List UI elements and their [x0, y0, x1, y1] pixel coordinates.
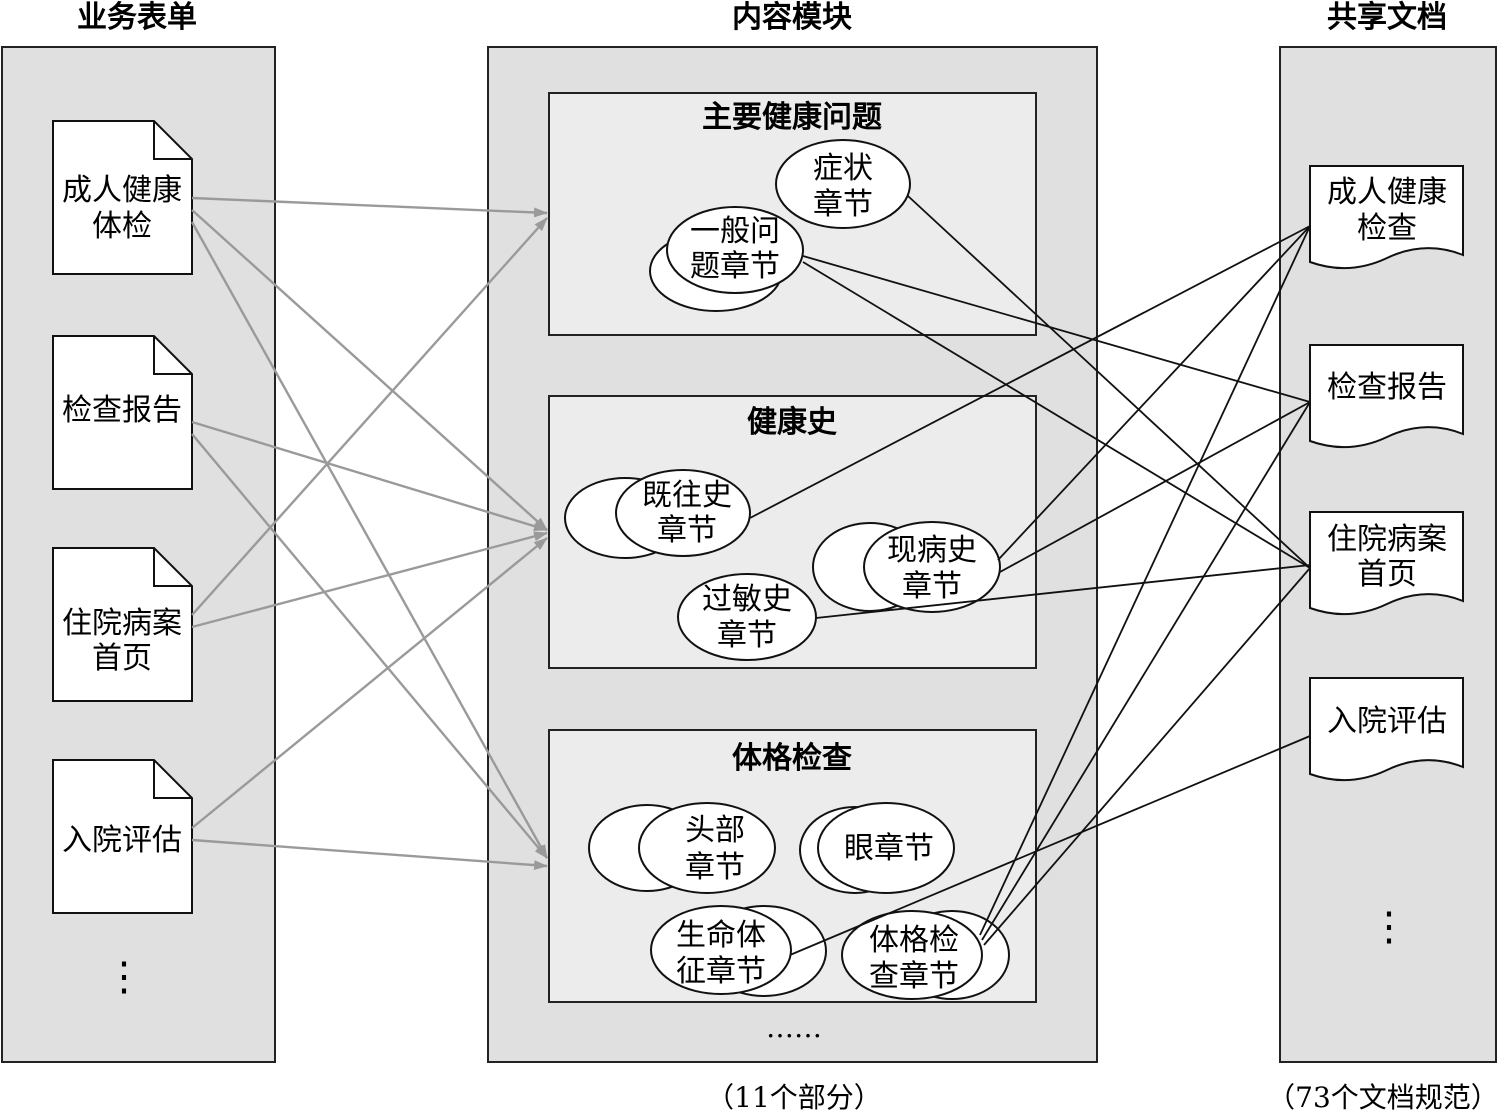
link-line [789, 735, 1311, 956]
shared-more-ellipsis: ⋮ [1369, 904, 1409, 950]
module-title: 体格检查 [732, 741, 852, 776]
shared-doc-inpatient-homepage: 住院病案 首页 [1309, 511, 1464, 616]
section-label: 章节 [717, 618, 777, 653]
section-label: 症状 [813, 151, 873, 186]
section-label: 章节 [902, 569, 962, 604]
link-line [979, 225, 1311, 936]
section-label: 章节 [657, 513, 717, 548]
arrow-line [190, 221, 549, 859]
link-line [907, 195, 1311, 569]
form-label: 体检 [92, 209, 152, 244]
section-label: 章节 [813, 187, 873, 222]
forms-more-ellipsis: ⋮ [104, 954, 144, 1000]
form-exam-report: 检查报告 [52, 335, 193, 490]
form-to-module-arrows [190, 196, 549, 871]
shared-doc-label: 首页 [1357, 557, 1417, 592]
link-line [749, 225, 1311, 519]
form-adult-health-exam: 成人健康 体检 [52, 120, 193, 275]
section-label: 头部 [685, 813, 745, 848]
arrow-line [191, 838, 548, 871]
link-line [999, 401, 1311, 573]
section-allergy-history: 过敏史 章节 [677, 573, 817, 661]
link-line [802, 255, 1311, 403]
section-label: 生命体 [676, 918, 766, 953]
link-line [997, 225, 1311, 561]
section-present-history: 现病史 章节 [812, 521, 1001, 613]
section-label: 体格检 [869, 923, 959, 958]
section-vital-signs: 生命体 征章节 [650, 905, 827, 997]
section-head: 头部 章节 [588, 802, 776, 894]
arrow-line [191, 531, 548, 629]
form-label: 住院病案 [62, 606, 182, 641]
section-symptom: 症状 章节 [775, 139, 911, 229]
modules-count-note: （11个部分） [706, 1081, 882, 1114]
section-eye: 眼章节 [799, 802, 955, 894]
arrow-line [191, 433, 548, 859]
section-label: 眼章节 [844, 831, 934, 866]
modules-more-ellipsis: …… [766, 1011, 822, 1044]
form-label: 入院评估 [62, 823, 182, 858]
module-title: 健康史 [747, 405, 837, 440]
shared-doc-label: 入院评估 [1327, 704, 1447, 739]
form-label: 成人健康 [62, 173, 182, 208]
section-label: 题章节 [690, 249, 780, 284]
shared-column-title: 共享文档 [1327, 0, 1447, 35]
arrow-line [191, 209, 548, 531]
shared-doc-exam-report: 检查报告 [1309, 344, 1464, 449]
form-label: 首页 [92, 641, 152, 676]
section-label: 过敏史 [702, 582, 792, 617]
shared-doc-label: 检查报告 [1327, 370, 1447, 405]
shared-doc-adult-health-check: 成人健康 检查 [1309, 165, 1464, 270]
form-label: 检查报告 [62, 393, 182, 428]
section-label: 现病史 [887, 533, 977, 568]
shared-doc-label: 住院病案 [1327, 522, 1447, 557]
arrow-line [191, 196, 548, 218]
link-line [983, 567, 1311, 946]
arrow-line [191, 537, 548, 829]
arrow-line [191, 420, 548, 532]
shared-doc-admission-eval: 入院评估 [1309, 677, 1464, 782]
link-line [815, 564, 1311, 619]
section-label: 既往史 [642, 478, 732, 513]
section-label: 征章节 [676, 954, 766, 989]
modules-column-title: 内容模块 [732, 0, 852, 35]
section-label: 章节 [685, 850, 745, 885]
shared-doc-label: 成人健康 [1327, 175, 1447, 210]
module-title: 主要健康问题 [702, 100, 882, 135]
link-line [802, 261, 1311, 569]
section-general-problems: 一般问 题章节 [649, 206, 804, 312]
form-inpatient-homepage: 住院病案 首页 [52, 547, 193, 702]
section-physical-exam: 体格检 查章节 [841, 910, 1010, 1000]
arrow-line [191, 217, 548, 616]
shared-doc-label: 检查 [1357, 211, 1417, 246]
forms-column-title: 业务表单 [77, 0, 197, 35]
section-past-history: 既往史 章节 [564, 469, 751, 559]
shared-count-note: （73个文档规范） [1267, 1081, 1499, 1114]
section-to-shared-lines [749, 195, 1311, 956]
section-label: 一般问 [690, 214, 780, 249]
link-line [981, 401, 1311, 941]
section-label: 查章节 [869, 959, 959, 994]
form-admission-assessment: 入院评估 [52, 759, 193, 914]
